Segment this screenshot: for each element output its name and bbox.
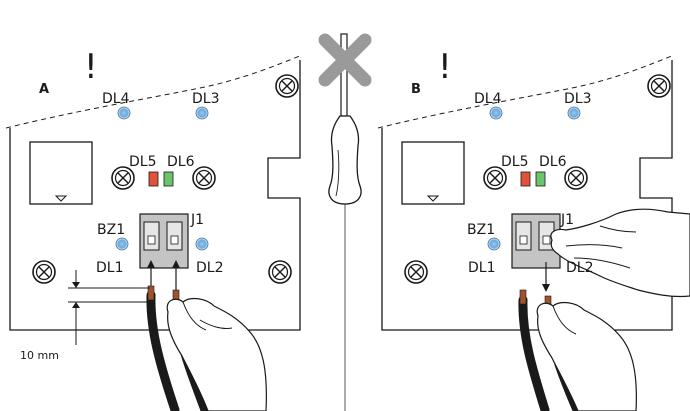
cover-dashed-line-b xyxy=(377,54,675,129)
hand-icon xyxy=(536,301,637,411)
led-dl6-icon xyxy=(163,171,174,187)
hand-icon xyxy=(550,208,690,298)
label-dl1-a: DL1 xyxy=(96,260,124,276)
label-dl5-a: DL5 xyxy=(129,154,157,170)
screw-icon xyxy=(32,260,56,284)
prohibited-cross-icon xyxy=(318,33,372,87)
led-dl4-icon xyxy=(117,106,131,120)
label-j1-a: J1 xyxy=(190,212,204,228)
led-dl1-icon xyxy=(487,237,501,251)
led-dl1-icon xyxy=(115,237,129,251)
label-dl4-a: DL4 xyxy=(102,91,130,107)
down-triangle-icon xyxy=(54,195,68,202)
label-dl1-b: DL1 xyxy=(468,260,496,276)
screwdriver-icon xyxy=(328,33,362,205)
label-dl3-a: DL3 xyxy=(192,91,220,107)
label-dl6-a: DL6 xyxy=(167,154,195,170)
board-outline-a xyxy=(9,60,301,331)
label-dl3-b: DL3 xyxy=(564,91,592,107)
led-dl3-icon xyxy=(195,106,209,120)
terminal-j1-b xyxy=(511,213,561,292)
label-dl5-b: DL5 xyxy=(501,154,529,170)
screw-icon xyxy=(564,166,588,190)
panel-b: B ! DL4 DL3 DL5 DL6 BZ1 J1 DL1 DL2 xyxy=(377,47,690,411)
screw-icon xyxy=(111,166,135,190)
screw-icon xyxy=(483,166,507,190)
screw-icon xyxy=(647,74,671,98)
screw-icon xyxy=(275,74,299,98)
board-outline-b xyxy=(381,60,673,331)
down-triangle-icon xyxy=(426,195,440,202)
led-dl3-icon xyxy=(567,106,581,120)
led-dl4-icon xyxy=(489,106,503,120)
warning-mark-a: ! xyxy=(84,47,98,87)
led-dl2-icon xyxy=(195,237,209,251)
warning-mark-b: ! xyxy=(438,47,452,87)
cover-dashed-line-a xyxy=(5,54,303,129)
screw-icon xyxy=(192,166,216,190)
label-dl2-b: DL2 xyxy=(566,260,594,276)
display-window-a xyxy=(29,141,93,205)
led-dl5-icon xyxy=(520,171,531,187)
led-dl5-icon xyxy=(148,171,159,187)
label-bz1-a: BZ1 xyxy=(97,222,125,238)
panel-letter-b: B xyxy=(411,82,421,97)
terminal-j1-a xyxy=(139,213,189,290)
led-dl6-icon xyxy=(535,171,546,187)
panel-letter-a: A xyxy=(39,82,49,97)
display-window-b xyxy=(401,141,465,205)
screw-icon xyxy=(268,260,292,284)
panel-a: A ! DL4 DL3 DL5 DL6 BZ1 J1 DL1 DL2 10 mm xyxy=(5,47,303,411)
screw-icon xyxy=(404,260,428,284)
label-bz1-b: BZ1 xyxy=(467,222,495,238)
dimension-10mm xyxy=(68,270,150,345)
label-dl2-a: DL2 xyxy=(196,260,224,276)
label-10mm: 10 mm xyxy=(20,349,59,362)
label-dl6-b: DL6 xyxy=(539,154,567,170)
label-j1-b: J1 xyxy=(560,212,574,228)
hand-icon xyxy=(166,297,267,411)
label-dl4-b: DL4 xyxy=(474,91,502,107)
